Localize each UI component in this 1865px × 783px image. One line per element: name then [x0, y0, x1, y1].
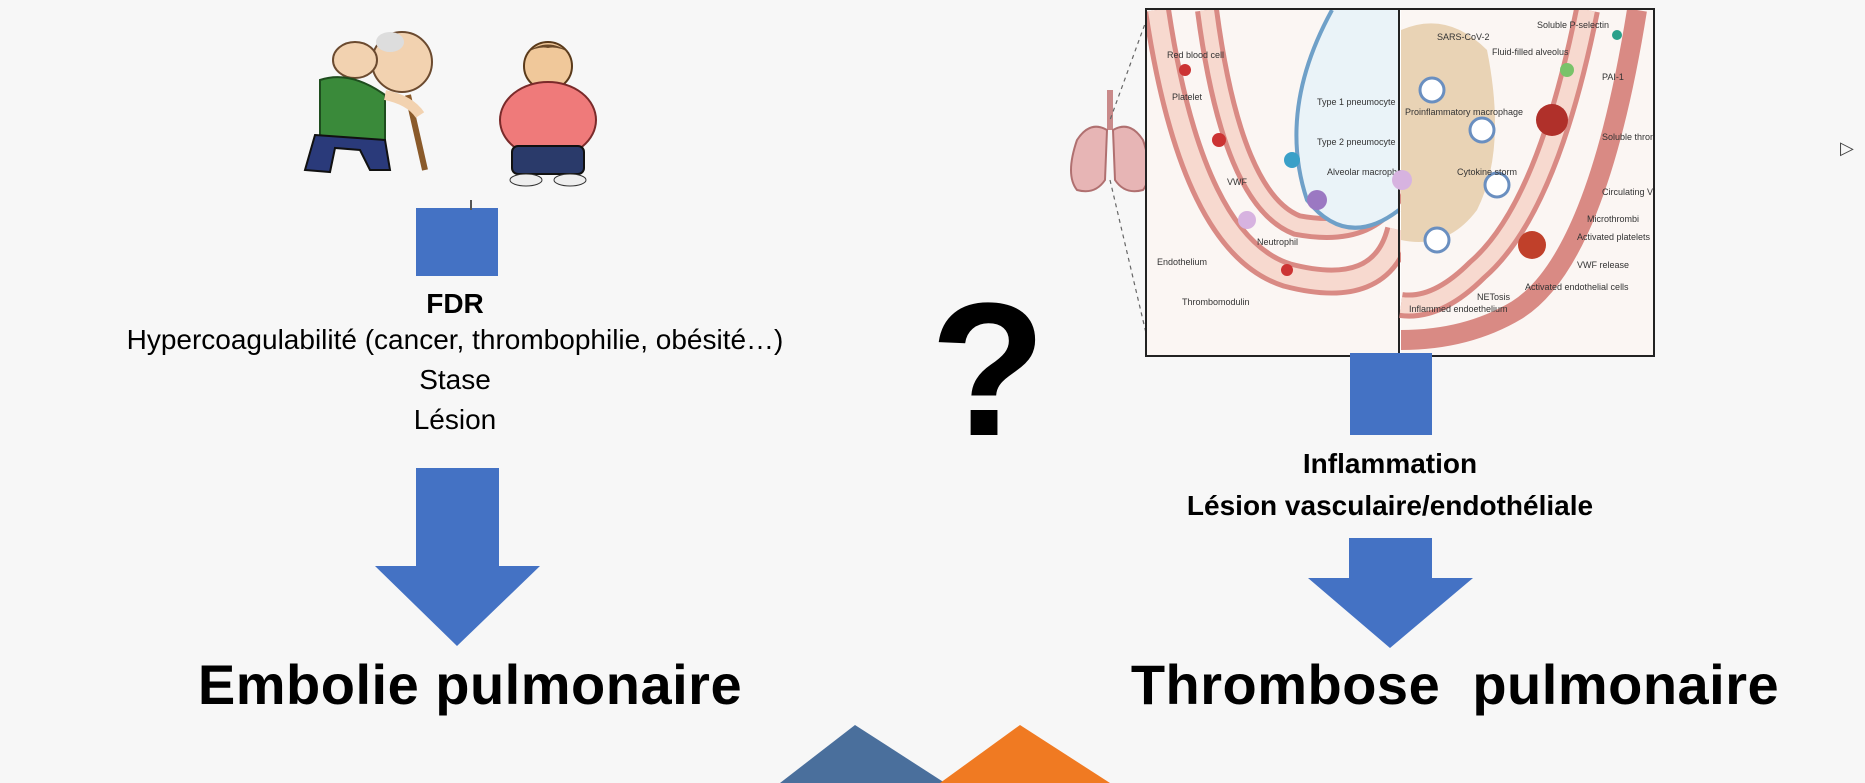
elderly-man-illustration [290, 20, 465, 180]
label-red-blood-cell: Red blood cell [1167, 50, 1224, 60]
vascular-lesion-label: Lésion vasculaire/endothéliale [1100, 490, 1680, 522]
label-thrombomodulin: Thrombomodulin [1182, 297, 1250, 307]
label-neutrophil: Neutrophil [1257, 237, 1298, 247]
label-vwf: VWF [1227, 177, 1247, 187]
label-fluid-filled: Fluid-filled alveolus [1492, 47, 1569, 57]
label-cytokine: Cytokine storm [1457, 167, 1517, 177]
overweight-person-illustration [488, 38, 608, 188]
left-connector-block [416, 208, 498, 276]
cursor-icon: ▷ [1840, 138, 1854, 159]
label-netosis: NETosis [1477, 292, 1511, 302]
label-circulating-vwf: Circulating VWF [1602, 187, 1653, 197]
left-down-arrow [375, 468, 540, 648]
right-down-arrow [1308, 538, 1473, 650]
label-sars: SARS-CoV-2 [1437, 32, 1490, 42]
label-proinflammatory: Proinflammatory macrophage [1405, 107, 1523, 117]
risk-factors-block: FDR Hypercoagulabilité (cancer, thrombop… [40, 288, 870, 436]
covid-lung-pathophysiology-diagram: Red blood cell Platelet Type 1 pneumocyt… [1145, 8, 1655, 357]
label-vwf-release: VWF release [1577, 260, 1629, 270]
right-connector-block [1350, 353, 1432, 435]
label-activated-platelets: Activated platelets [1577, 232, 1651, 242]
left-connector-tick [470, 200, 472, 210]
right-cause-block: Inflammation Lésion vasculaire/endothéli… [1100, 448, 1680, 522]
label-soluble-thrombo: Soluble thrombo-modulin [1602, 132, 1653, 142]
factor-stase: Stase [40, 364, 870, 396]
label-platelet: Platelet [1172, 92, 1203, 102]
factor-lesion: Lésion [40, 404, 870, 436]
bottom-partial-tiles [780, 720, 1120, 783]
result-thrombose: Thrombose pulmonaire [1080, 652, 1830, 717]
fdr-title: FDR [40, 288, 870, 320]
inflammation-label: Inflammation [1100, 448, 1680, 480]
overweight-person-icon [488, 38, 608, 188]
label-pai1: PAI-1 [1602, 72, 1624, 82]
factor-hypercoagulability: Hypercoagulabilité (cancer, thrombophili… [40, 324, 870, 356]
result-embolie: Embolie pulmonaire [120, 652, 820, 717]
label-soluble-p-selectin: Soluble P-selectin [1537, 20, 1609, 30]
label-activated-endo: Activated endothelial cells [1525, 282, 1629, 292]
label-type2: Type 2 pneumocyte [1317, 137, 1396, 147]
elderly-man-with-cane-icon [290, 20, 465, 180]
label-inflamed-endo: Inflammed endoethelium [1409, 304, 1508, 314]
label-type1: Type 1 pneumocyte [1317, 97, 1396, 107]
label-endothelium: Endothelium [1157, 257, 1207, 267]
label-microthrombi: Microthrombi [1587, 214, 1639, 224]
question-mark: ? [930, 275, 1046, 465]
